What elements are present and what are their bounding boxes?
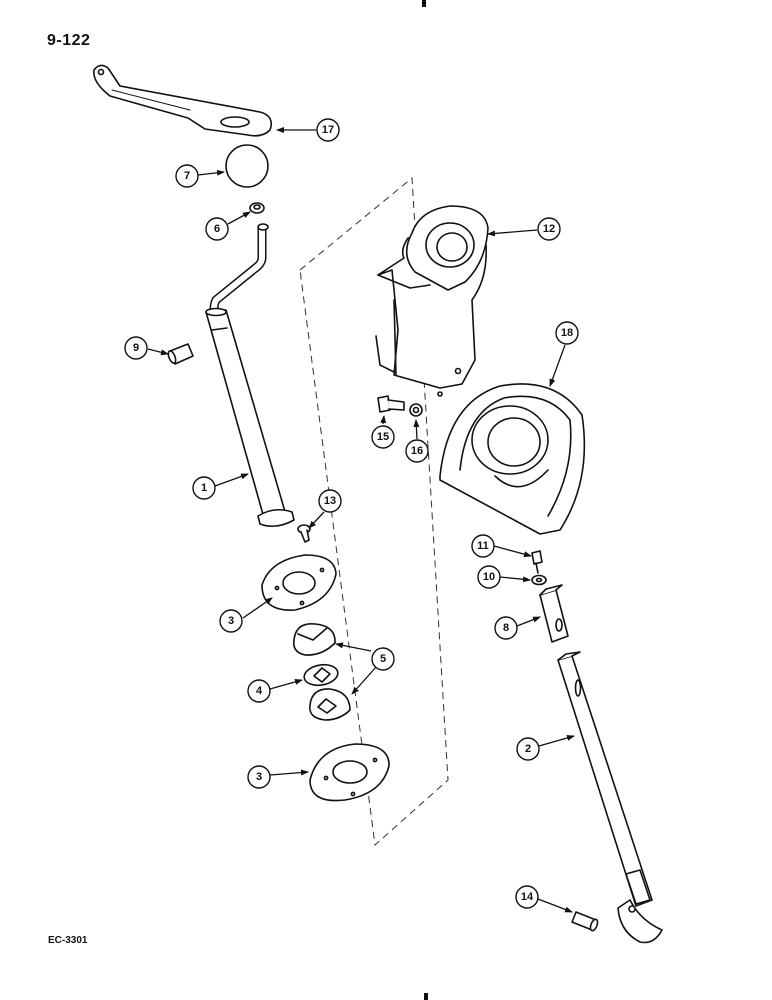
callout-13: 13 (318, 489, 342, 513)
pin-9 (167, 343, 194, 365)
svg-text:5: 5 (380, 653, 386, 665)
washer-10 (531, 574, 547, 586)
svg-text:3: 3 (256, 771, 262, 783)
leader-4 (269, 679, 303, 690)
washer-4 (303, 663, 339, 687)
support-bracket-12 (375, 205, 489, 397)
callout-7: 7 (175, 164, 199, 188)
leader-3a (242, 597, 273, 619)
leader-10 (499, 576, 531, 583)
leader-13 (308, 511, 325, 529)
callout-17: 17 (316, 118, 340, 142)
leader-5a (335, 642, 372, 652)
callout-18: 18 (555, 321, 579, 345)
cup-5-upper (292, 623, 336, 656)
leader-1 (214, 473, 249, 487)
bracket-plate-17 (93, 64, 273, 137)
knob-ball-7 (225, 144, 269, 188)
callout-8: 8 (494, 616, 518, 640)
lever-1 (205, 223, 295, 528)
screw-13 (297, 524, 311, 543)
leader-7 (197, 169, 225, 176)
leader-11 (493, 545, 532, 558)
leader-3b (269, 769, 309, 776)
svg-text:10: 10 (483, 571, 495, 583)
svg-text:13: 13 (324, 495, 336, 507)
callout-6: 6 (205, 217, 229, 241)
callout-3-lower: 3 (247, 765, 271, 789)
svg-text:6: 6 (214, 223, 220, 235)
leader-8 (516, 616, 541, 627)
callout-1: 1 (192, 476, 216, 500)
svg-text:3: 3 (228, 615, 234, 627)
bolt-11 (531, 550, 543, 574)
svg-text:16: 16 (411, 445, 423, 457)
dashed-outline (299, 176, 449, 847)
leader-2 (538, 735, 575, 747)
sleeve-8 (539, 584, 569, 643)
callout-2: 2 (516, 737, 540, 761)
registration-mark (422, 0, 426, 7)
svg-text:18: 18 (561, 327, 573, 339)
svg-text:2: 2 (525, 743, 531, 755)
leader-18 (549, 344, 566, 387)
cover-boot-18 (439, 383, 586, 535)
callout-16: 16 (405, 439, 429, 463)
callout-9: 9 (124, 336, 148, 360)
flange-3-lower (309, 743, 390, 802)
pin-14 (571, 911, 599, 932)
svg-text:4: 4 (256, 685, 263, 697)
flange-3-upper (261, 554, 337, 611)
callout-15: 15 (371, 425, 395, 449)
leader-5b (351, 665, 378, 695)
svg-text:15: 15 (377, 431, 389, 443)
cup-5-lower (308, 688, 351, 721)
callout-14: 14 (515, 885, 539, 909)
svg-text:7: 7 (184, 170, 190, 182)
callout-12: 12 (537, 217, 561, 241)
shaft-2 (557, 651, 663, 944)
svg-text:12: 12 (543, 223, 555, 235)
registration-mark (424, 993, 428, 1000)
bolt-15 (377, 395, 405, 413)
leader-14 (537, 898, 573, 913)
callout-3-upper: 3 (219, 609, 243, 633)
svg-text:8: 8 (503, 622, 509, 634)
washer-16 (409, 403, 423, 417)
leader-15 (380, 415, 387, 425)
callout-4: 4 (247, 679, 271, 703)
leader-9 (147, 348, 169, 356)
callout-5: 5 (371, 647, 395, 671)
callout-10: 10 (477, 565, 501, 589)
leader-12 (487, 229, 538, 237)
svg-text:1: 1 (201, 482, 207, 494)
svg-text:11: 11 (477, 540, 489, 552)
figure-code: EC-3301 (48, 935, 88, 946)
svg-text:14: 14 (521, 891, 534, 903)
callout-11: 11 (471, 534, 495, 558)
leader-6 (227, 211, 251, 225)
svg-text:17: 17 (322, 124, 334, 136)
clip-6 (249, 202, 265, 214)
leader-16 (413, 419, 420, 440)
svg-text:9: 9 (133, 342, 139, 354)
page-title: 9-122 (47, 32, 91, 49)
